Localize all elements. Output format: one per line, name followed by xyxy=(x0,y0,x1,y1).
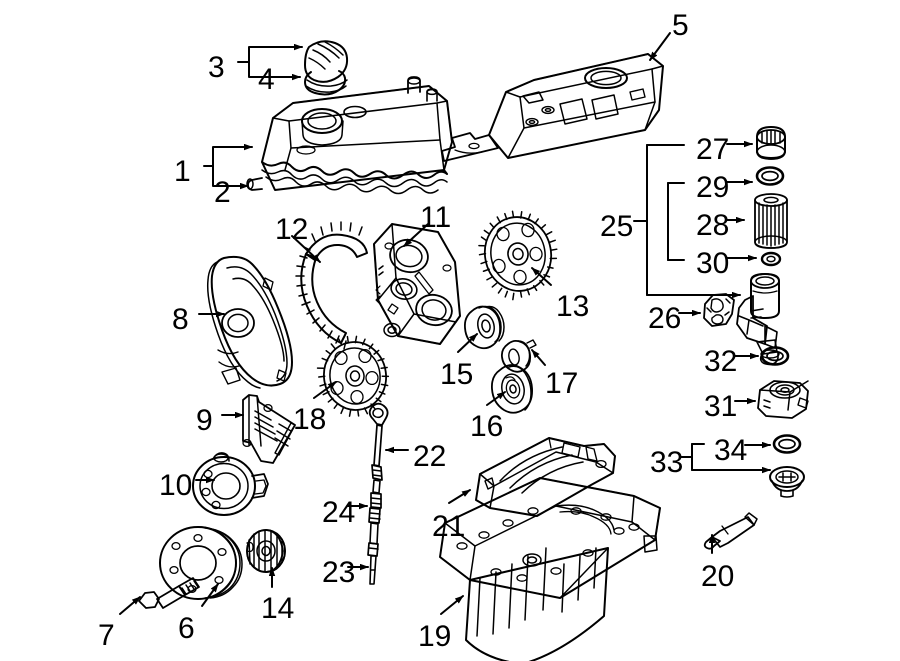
callout-19: 19 xyxy=(418,620,452,653)
callout-9: 9 xyxy=(196,404,213,437)
part-drain-plug-oring xyxy=(772,434,802,454)
callout-12: 12 xyxy=(275,213,309,246)
callout-10: 10 xyxy=(159,469,193,502)
callout-25: 25 xyxy=(600,210,634,243)
part-crankshaft-pulley xyxy=(159,526,243,600)
callout-17: 17 xyxy=(545,367,579,400)
callout-6: 6 xyxy=(178,612,195,645)
part-intermediate-shaft-sprocket xyxy=(316,335,390,417)
part-oil-pan xyxy=(439,477,661,661)
callout-8: 8 xyxy=(172,303,189,336)
part-timing-belt-cover xyxy=(206,255,293,389)
callout-15: 15 xyxy=(440,358,474,391)
callout-3: 3 xyxy=(208,51,225,84)
callout-20: 20 xyxy=(701,560,735,593)
part-drain-plug xyxy=(769,466,805,498)
part-oil-pan-baffle xyxy=(475,437,616,517)
part-tensioner-pulley xyxy=(491,364,533,414)
part-tensioner-spacer xyxy=(500,339,537,373)
part-oil-filler-cap xyxy=(304,40,349,96)
callout-33: 33 xyxy=(650,446,684,479)
part-oil-filter-cap xyxy=(756,126,786,160)
part-oil-cooler xyxy=(757,380,809,419)
callout-7: 7 xyxy=(98,619,115,652)
part-engine-cover-shield xyxy=(441,53,664,162)
callout-16: 16 xyxy=(470,410,504,443)
callout-2: 2 xyxy=(214,176,231,209)
callout-22: 22 xyxy=(413,440,447,473)
part-idler-pulley xyxy=(463,305,505,350)
part-timing-belt-lower-cover xyxy=(242,394,296,464)
callout-26: 26 xyxy=(648,302,682,335)
callout-5: 5 xyxy=(672,9,689,42)
callout-31: 31 xyxy=(704,390,738,423)
callout-18: 18 xyxy=(293,403,327,436)
callout-13: 13 xyxy=(556,290,590,323)
part-filter-cap-oring xyxy=(755,166,785,186)
part-timing-belt xyxy=(295,221,368,350)
part-crankshaft-sprocket xyxy=(246,529,286,573)
part-sealant-tube xyxy=(703,512,758,550)
part-valve-cover xyxy=(246,76,453,195)
callout-24: 24 xyxy=(322,496,356,529)
callout-14: 14 xyxy=(261,592,295,625)
callout-32: 32 xyxy=(704,345,738,378)
callout-11: 11 xyxy=(420,201,452,234)
callout-4: 4 xyxy=(258,63,275,96)
part-dipstick-assembly xyxy=(367,402,389,585)
callout-21: 21 xyxy=(432,510,466,543)
part-camshaft-sprocket xyxy=(478,210,558,301)
callout-23: 23 xyxy=(322,556,356,589)
part-filter-bracket-gasket xyxy=(703,293,735,327)
callout-29: 29 xyxy=(696,171,730,204)
part-timing-belt-rear-cover xyxy=(373,223,461,345)
part-oil-filter-housing xyxy=(736,273,780,366)
callout-28: 28 xyxy=(696,209,730,242)
part-oil-filter-seal xyxy=(760,251,782,267)
callout-27: 27 xyxy=(696,133,730,166)
callout-1: 1 xyxy=(174,155,191,188)
callout-34: 34 xyxy=(714,434,748,467)
part-water-pump xyxy=(192,452,269,516)
part-crankshaft-pulley-bolt xyxy=(138,577,200,609)
part-oil-filter-element xyxy=(754,193,788,249)
callout-30: 30 xyxy=(696,247,730,280)
